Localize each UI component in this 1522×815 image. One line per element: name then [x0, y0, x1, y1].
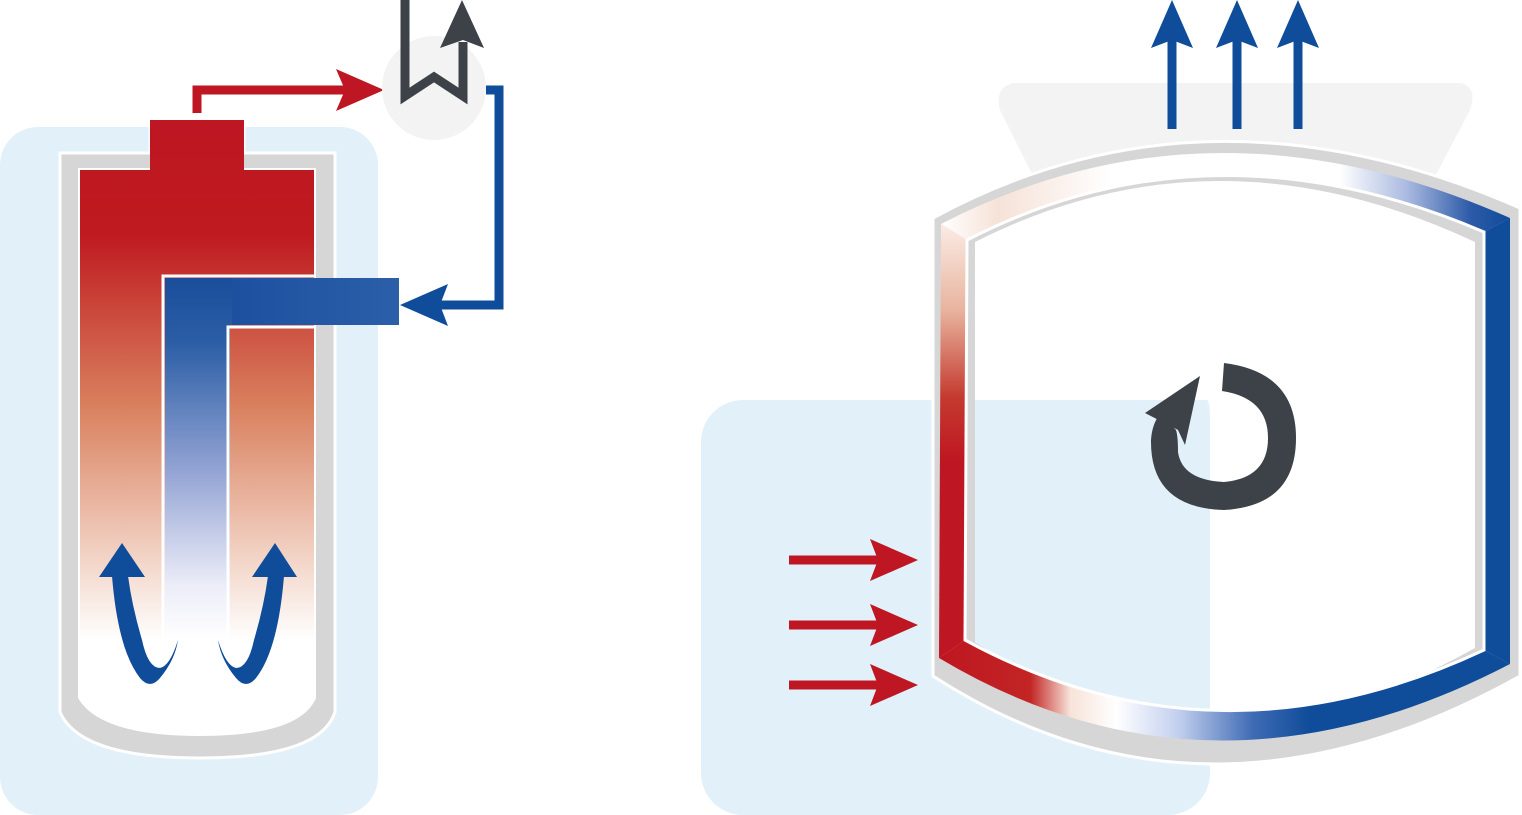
cold-inlet-pipe-edge	[161, 274, 316, 640]
circulation-arrow-left	[112, 576, 178, 684]
cold-inlet-pipe	[165, 278, 399, 640]
loop-band-left	[939, 224, 967, 658]
flow-arrow-icon	[1216, 0, 1258, 48]
cold-inlet-pipe-horizontal	[232, 278, 399, 325]
rotation-arrow-icon	[1150, 363, 1296, 510]
loop-band-top	[941, 152, 1510, 240]
hot-outlet-arrowhead	[336, 69, 384, 111]
tank-diagram	[0, 0, 504, 815]
air-outflow-arrows	[1151, 0, 1319, 129]
hot-outlet-line	[192, 85, 345, 113]
loop-band-edge	[963, 174, 1486, 712]
heat-inflow-arrows	[789, 539, 918, 706]
heat-exchanger-diagram	[701, 0, 1522, 815]
flow-arrow-icon	[870, 664, 918, 706]
radiator-arrowhead	[440, 0, 484, 48]
radiator-circle	[382, 36, 486, 140]
radiator-icon	[400, 0, 468, 105]
return-line	[440, 85, 504, 310]
circulation-arrowhead-right	[252, 543, 297, 577]
inner-water-overlay	[975, 400, 1210, 712]
circulation-arrow-right	[218, 576, 284, 684]
flow-arrow-icon	[870, 539, 918, 581]
flow-arrow-icon	[870, 604, 918, 646]
flow-arrow-icon	[1277, 0, 1319, 48]
return-arrowhead	[400, 284, 448, 326]
flow-arrow-icon	[1151, 0, 1193, 48]
rotation-arrowhead	[1145, 376, 1200, 445]
circulation-arrowhead-left	[99, 543, 145, 577]
loop-band-bottom	[939, 640, 1510, 741]
loop-band-right	[1484, 218, 1510, 664]
